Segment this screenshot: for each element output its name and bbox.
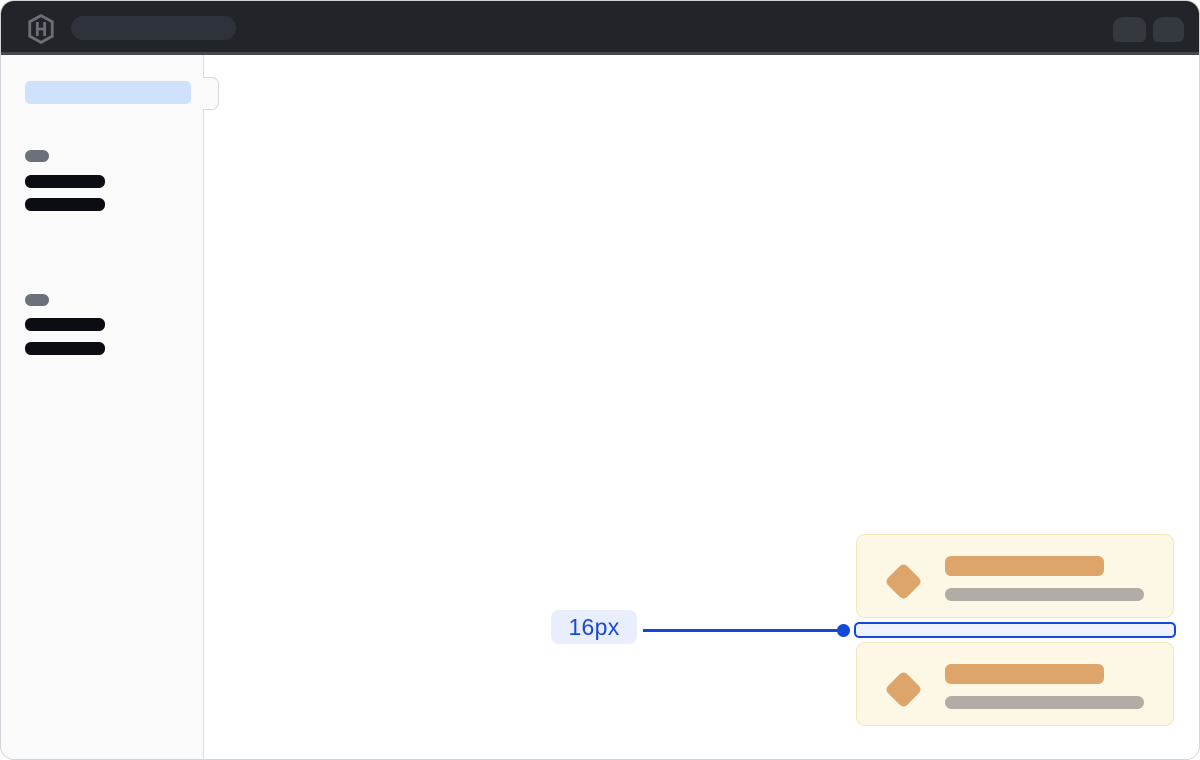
sidebar-link-skeleton[interactable] bbox=[25, 198, 105, 211]
main-content-area bbox=[205, 55, 1199, 759]
toast-card[interactable] bbox=[856, 534, 1174, 618]
toast-title-skeleton bbox=[945, 664, 1104, 684]
diamond-icon bbox=[884, 562, 923, 601]
toast-title-skeleton bbox=[945, 556, 1104, 576]
sidebar-group-label-skeleton bbox=[25, 294, 49, 306]
spacing-gap-highlight bbox=[854, 622, 1176, 638]
hashicorp-logo-icon bbox=[28, 14, 54, 44]
search-input-skeleton[interactable] bbox=[71, 16, 236, 40]
spacing-value-label: 16px bbox=[551, 610, 637, 644]
help-button-skeleton[interactable] bbox=[1113, 17, 1146, 42]
sidebar-link-skeleton[interactable] bbox=[25, 342, 105, 355]
sidebar-collapse-handle[interactable] bbox=[203, 77, 219, 110]
user-avatar-skeleton[interactable] bbox=[1153, 17, 1184, 42]
toast-card[interactable] bbox=[856, 642, 1174, 726]
diamond-icon bbox=[884, 670, 923, 709]
sidebar bbox=[1, 55, 204, 759]
sidebar-link-skeleton[interactable] bbox=[25, 318, 105, 331]
toast-subtitle-skeleton bbox=[945, 588, 1144, 601]
toast-subtitle-skeleton bbox=[945, 696, 1144, 709]
top-nav-bar bbox=[1, 1, 1199, 55]
annotation-endpoint-dot bbox=[837, 624, 850, 637]
sidebar-link-skeleton[interactable] bbox=[25, 175, 105, 188]
sidebar-active-item-skeleton[interactable] bbox=[25, 81, 191, 104]
annotation-connector-line bbox=[643, 629, 840, 632]
sidebar-group-label-skeleton bbox=[25, 150, 49, 162]
